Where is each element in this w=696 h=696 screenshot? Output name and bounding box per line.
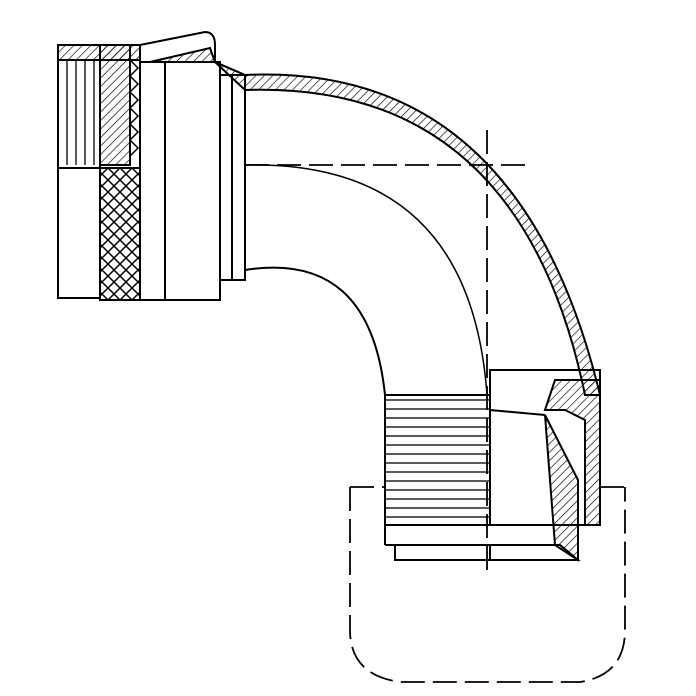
phantom-boot-outline [349,487,626,683]
elbow-shell [214,61,602,396]
center-lines [245,130,626,683]
connector-body [139,30,246,301]
threaded-section [384,394,491,561]
gland-section [489,369,601,562]
